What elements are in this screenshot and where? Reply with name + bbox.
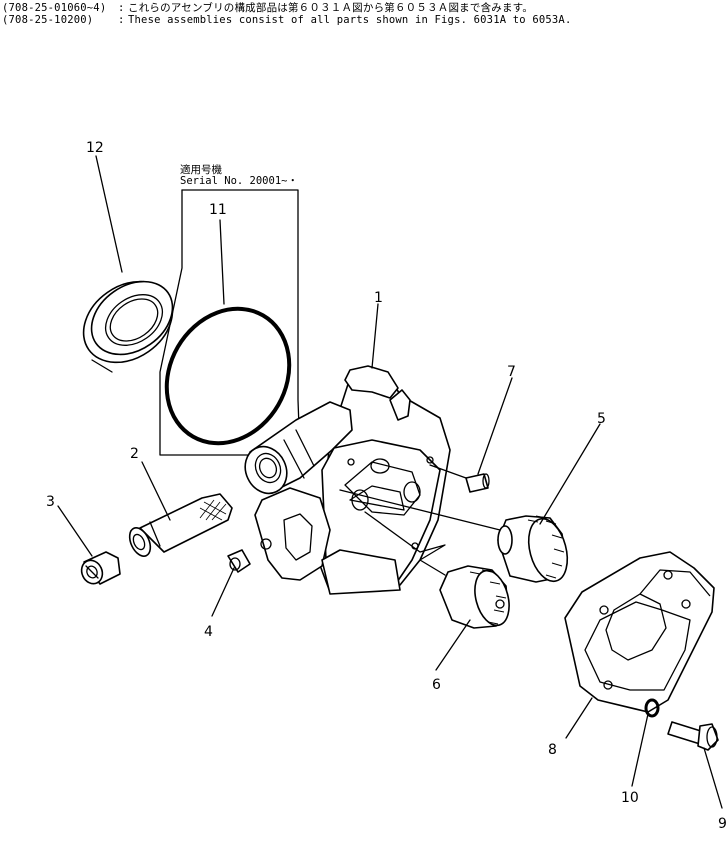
callout-12: 12 bbox=[86, 140, 104, 156]
leader-3 bbox=[57, 505, 93, 557]
part-4-small-plug bbox=[227, 549, 251, 573]
callout-11: 11 bbox=[209, 202, 227, 218]
leader-10 bbox=[631, 713, 649, 787]
serial-label-en: Serial No. 20001~・ bbox=[180, 175, 298, 187]
header-line-1: (708-25-01060~4):これらのアセンブリの構成部品は第６０３１Ａ図か… bbox=[2, 2, 533, 14]
callout-8: 8 bbox=[548, 742, 557, 758]
serial-applicability-bracket: 適用号機 Serial No. 20001~・ bbox=[159, 163, 303, 456]
leader-6 bbox=[435, 619, 471, 671]
callout-9: 9 bbox=[718, 816, 727, 832]
leader-8 bbox=[565, 697, 593, 739]
leader-9 bbox=[703, 747, 723, 809]
leader-11 bbox=[219, 219, 225, 305]
part-10-washer bbox=[644, 698, 660, 718]
callout-5: 5 bbox=[597, 411, 606, 427]
part-11-o-ring bbox=[164, 306, 292, 446]
leader-12 bbox=[95, 155, 123, 273]
callout-3: 3 bbox=[46, 494, 55, 510]
part-2-strainer bbox=[128, 493, 233, 557]
serial-label-jp: 適用号機 bbox=[180, 163, 222, 176]
part-7-dowel-pin bbox=[465, 473, 490, 493]
header-code-2: (708-25-10200) bbox=[2, 14, 94, 26]
header-sep-2: : bbox=[118, 14, 125, 26]
callout-4: 4 bbox=[204, 624, 213, 640]
part-6-driven-gear bbox=[439, 565, 510, 629]
leader-5 bbox=[539, 423, 601, 525]
leader-2 bbox=[141, 461, 171, 521]
part-9-bolt bbox=[667, 721, 719, 751]
leader-4 bbox=[211, 567, 235, 617]
callout-1: 1 bbox=[374, 290, 383, 306]
part-1-pump-body bbox=[244, 365, 451, 595]
leader-7 bbox=[477, 377, 513, 475]
callout-numbers: 1 2 3 4 5 6 7 8 9 10 11 12 bbox=[46, 140, 727, 832]
header-sep-1: : bbox=[118, 2, 125, 14]
part-12-seal-ring bbox=[82, 280, 174, 373]
callout-7: 7 bbox=[507, 364, 516, 380]
header-line-2: (708-25-10200):These assemblies consist … bbox=[2, 14, 571, 26]
leader-1 bbox=[371, 303, 379, 369]
part-8-cover bbox=[564, 551, 715, 713]
callout-6: 6 bbox=[432, 677, 441, 693]
header-code-1: (708-25-01060~4) bbox=[2, 2, 107, 14]
header-text-2: These assemblies consist of all parts sh… bbox=[128, 14, 572, 26]
part-5-drive-gear bbox=[497, 515, 569, 583]
leader-lines bbox=[57, 155, 723, 809]
header-text-1: これらのアセンブリの構成部品は第６０３１Ａ図から第６０５３Ａ図まで含みます。 bbox=[128, 2, 534, 14]
callout-10: 10 bbox=[621, 790, 639, 806]
callout-2: 2 bbox=[130, 446, 139, 462]
bracket-line-left bbox=[159, 189, 303, 456]
part-3-plug bbox=[80, 551, 121, 585]
